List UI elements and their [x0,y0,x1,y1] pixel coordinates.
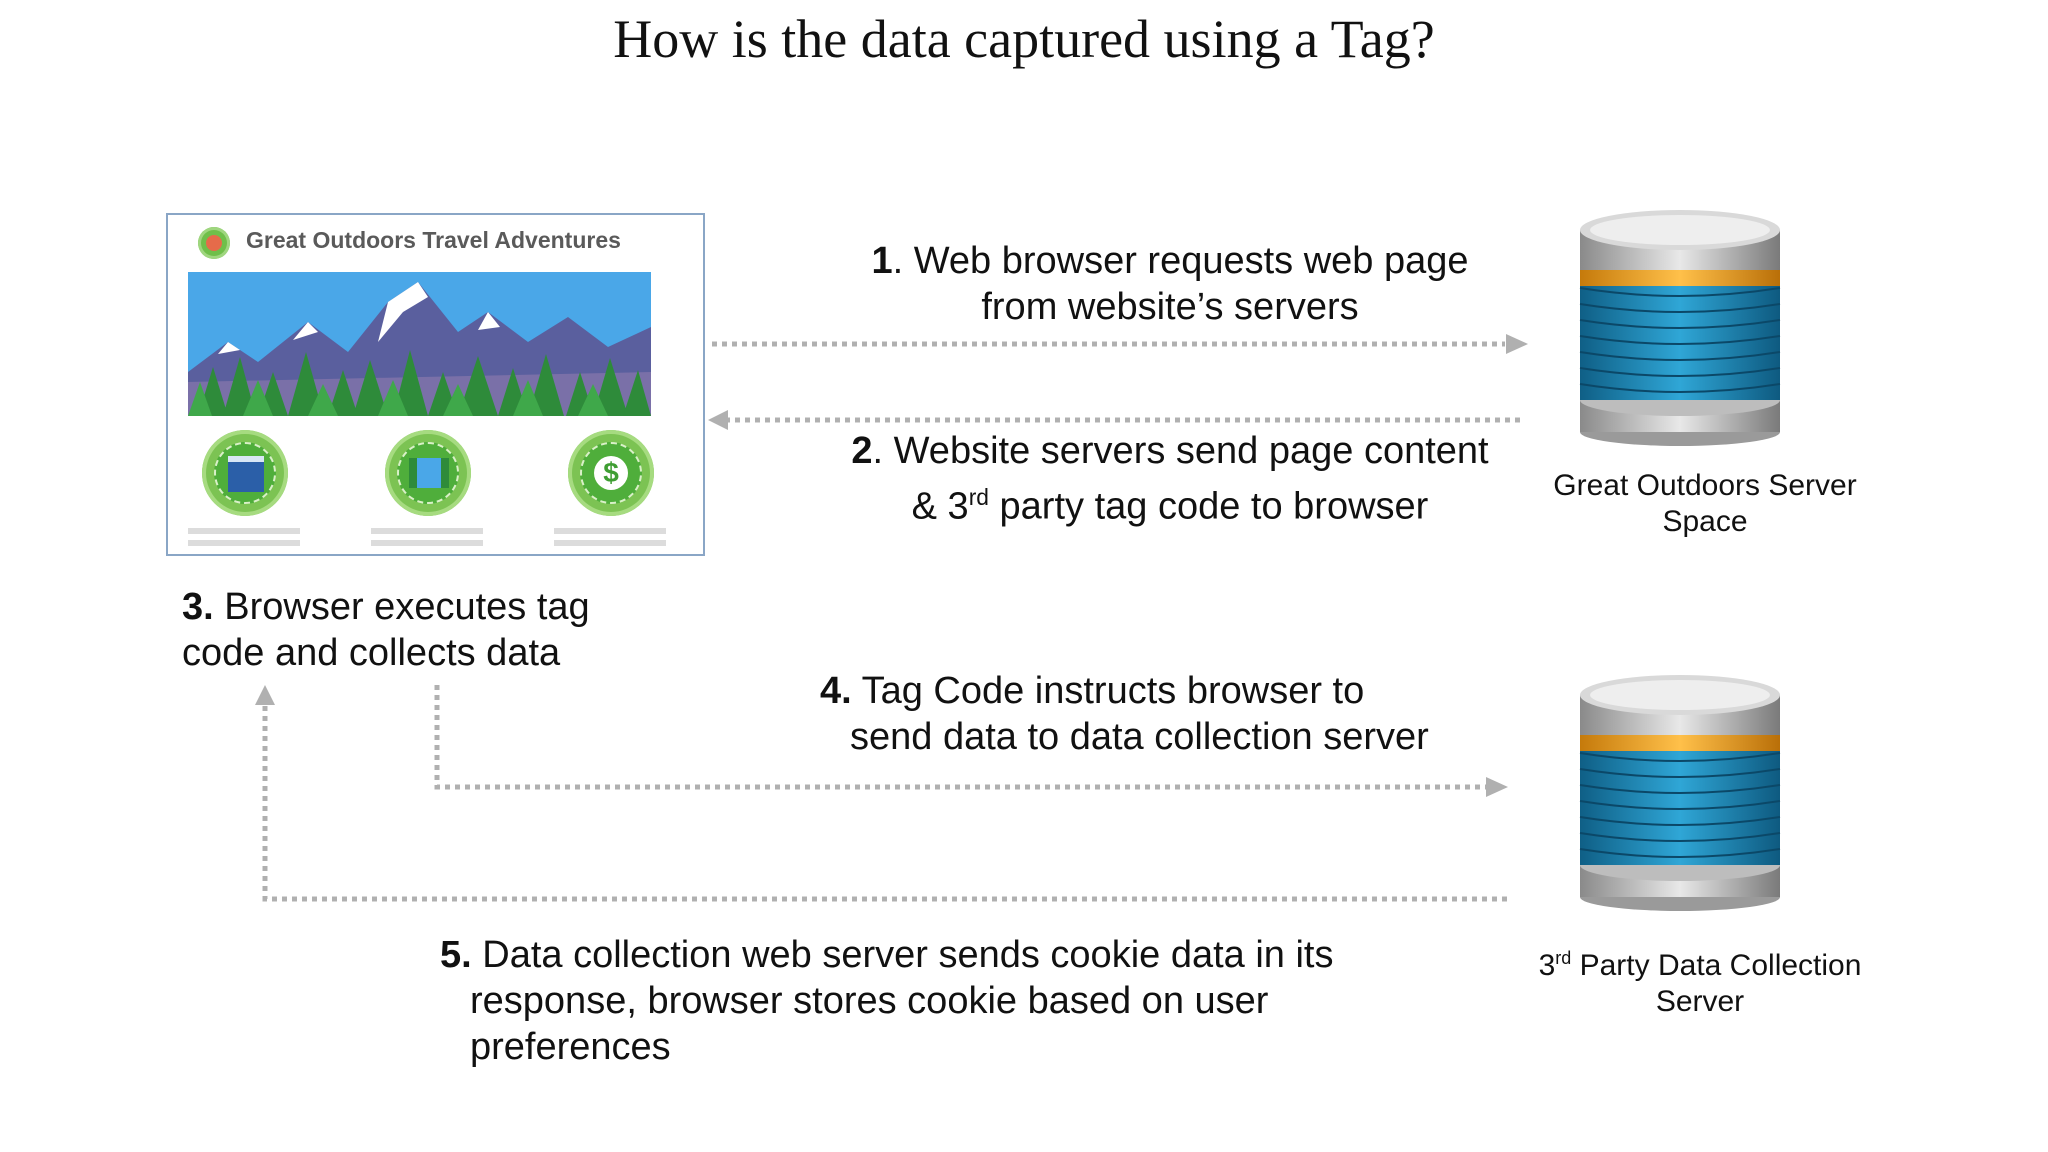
map-icon [409,458,449,488]
step-2-line2-b: party tag code to browser [988,485,1429,528]
server-database-icon [1579,210,1781,446]
third-party-caption-line2: Server [1655,985,1745,1018]
step-4-line1: Tag Code instructs browser to [851,670,1365,712]
step-3-line1: Browser executes tag [213,586,590,628]
site-name: Great Outdoors Travel Adventures [246,227,621,253]
text-placeholder-bar [188,528,300,534]
arrow-1-head [1506,334,1528,354]
page-title: How is the data captured using a Tag? [613,9,1435,69]
compass-logo-icon [198,227,230,259]
third-party-caption-sup: rd [1555,948,1572,968]
server-caption-line2: Space [1662,505,1748,538]
step-1-line2: from website’s servers [981,286,1359,328]
step-1-number: 1 [871,240,893,282]
step-5-line1: Data collection web server sends cookie … [471,934,1334,976]
step-4-number: 4. [820,670,852,712]
step-4-line2: send data to data collection server [850,716,1429,758]
text-placeholder-bar [554,528,666,534]
browser-window: Great Outdoors Travel Adventures [166,213,705,556]
arrow-5-head [255,685,275,705]
step-5-label: 5. Data collection web server sends cook… [440,932,1400,1070]
feature-map [385,430,471,516]
third-party-server-caption: 3rd Party Data Collection Server [1510,940,1890,1020]
arrow-4-head [1486,777,1508,797]
text-placeholder-bar [188,540,300,546]
step-5-line2: response, browser stores cookie based on… [470,980,1269,1022]
step-4-label: 4. Tag Code instructs browser to send da… [820,668,1520,760]
step-1-line1: . Web browser requests web page [892,240,1469,282]
step-2-number: 2 [851,430,873,472]
text-placeholder-bar [371,528,483,534]
bed-icon [228,456,264,492]
step-2-sup: rd [968,484,989,510]
step-5-number: 5. [440,934,472,976]
step-2-label: 2. Website servers send page content & 3… [760,428,1580,530]
step-3-label: 3. Browser executes tag code and collect… [182,584,682,676]
text-placeholder-bar [554,540,666,546]
feature-price: $ [568,430,654,516]
server-caption-line1: Great Outdoors Server [1553,469,1857,502]
step-3-number: 3. [182,586,214,628]
step-3-line2: code and collects data [182,632,561,674]
great-outdoors-server-caption: Great Outdoors Server Space [1520,468,1890,540]
step-1-label: 1. Web browser requests web page from we… [760,238,1580,330]
third-party-caption-a: 3 [1538,949,1556,982]
text-placeholder-bar [371,540,483,546]
mountain-banner-image [188,272,651,416]
step-5-line3: preferences [470,1026,671,1068]
step-2-line2-a: & 3 [911,485,969,528]
feature-lodging [202,430,288,516]
arrow-2-head [708,410,728,430]
arrow-5-line [262,700,1507,902]
third-party-database-icon [1579,675,1781,911]
arrow-4-line [434,685,1487,790]
step-2-line1: . Website servers send page content [872,430,1489,472]
dollar-icon: $ [594,456,628,490]
third-party-caption-b: Party Data Collection [1571,949,1862,982]
